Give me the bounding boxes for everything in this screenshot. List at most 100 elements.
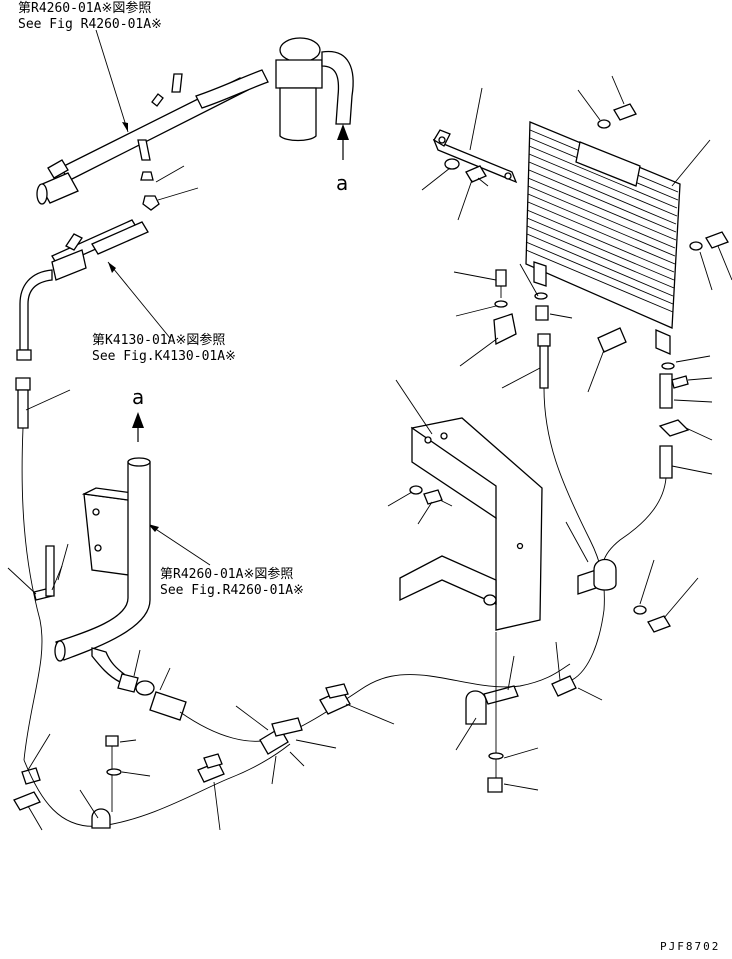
reference-jp: 第R4260-01A※図参照: [160, 566, 293, 582]
pipe-end-opening: [54, 640, 66, 662]
arrowhead: [122, 122, 128, 132]
part-leader: [587, 349, 605, 393]
o-ring: [534, 292, 548, 300]
part-leader: [57, 543, 69, 581]
cover-hole: [516, 542, 524, 550]
left-hose-assembly: [7, 219, 149, 831]
cooler-inlet-hose: [543, 387, 605, 681]
reference-note-r4260-top: 第R4260-01A※図参照 See Fig R4260-01A※: [18, 0, 162, 32]
part-leader: [235, 705, 269, 731]
part-leader: [119, 739, 137, 743]
pipe-top-opening: [127, 457, 151, 467]
cooler-mount-plate: [575, 141, 641, 187]
o-ring: [661, 362, 675, 370]
part-leader: [577, 687, 603, 701]
part-leader: [25, 389, 71, 411]
valve-cap: [279, 37, 321, 63]
hose-fitting: [537, 333, 551, 347]
stay-hole: [438, 136, 446, 144]
cooler-foot: [655, 329, 671, 355]
hose-nipple: [140, 171, 154, 181]
reference-jp: 第K4130-01A※図参照: [92, 332, 225, 348]
part-leader: [469, 87, 483, 151]
reference-en: See Fig.K4130-01A※: [92, 349, 236, 364]
part-leader: [503, 783, 539, 791]
washer: [494, 300, 508, 308]
part-leader: [663, 577, 699, 619]
cap-nut: [142, 195, 160, 211]
connection-mark-middle: a: [132, 385, 144, 442]
heater-return-pipe: [55, 461, 151, 661]
small-hose: [91, 647, 125, 683]
arrowhead: [132, 412, 144, 428]
part-leader: [519, 263, 539, 297]
part-leader: [51, 565, 63, 591]
part-leader: [395, 379, 433, 435]
washer: [597, 119, 611, 129]
part-leader: [717, 245, 732, 281]
pipe-end-opening: [36, 183, 48, 205]
clamp-band: [325, 683, 349, 699]
drawing-code: PJF8702: [660, 940, 720, 953]
part-leader: [503, 747, 539, 759]
bolt-head: [647, 615, 671, 633]
part-leader: [455, 305, 497, 317]
pipe-section: [91, 221, 149, 255]
part-leader: [459, 337, 499, 367]
oil-cooler-assembly: [421, 75, 732, 479]
hose-fitting: [15, 377, 31, 391]
cooler-hose-assembly: [455, 387, 699, 793]
part-leader: [289, 751, 305, 767]
part-leader: [453, 271, 497, 281]
part-leader: [639, 559, 655, 605]
part-leader: [421, 167, 451, 191]
hose-sleeve: [659, 445, 673, 479]
bolt-head: [495, 269, 507, 287]
part-leader: [457, 179, 473, 221]
hose-clip: [465, 690, 487, 725]
part-leader: [133, 649, 141, 677]
hose-clip: [91, 808, 111, 829]
part-leader: [213, 781, 221, 831]
leader-line: [147, 523, 211, 566]
cooler-foot: [533, 261, 547, 287]
clamp-bracket: [13, 791, 41, 811]
washer: [444, 158, 460, 170]
part-leader: [611, 75, 625, 105]
reference-leaders: [95, 29, 211, 566]
clip-plate: [483, 685, 519, 705]
part-leader: [501, 367, 541, 389]
part-leader: [671, 139, 711, 187]
part-leader: [687, 377, 713, 381]
bolt-head: [465, 165, 487, 183]
part-leader: [157, 187, 199, 201]
outlet-hose: [321, 50, 354, 125]
part-leader: [27, 805, 43, 831]
arrowhead: [148, 524, 159, 532]
pipe-elbow: [659, 373, 673, 409]
part-leader: [675, 355, 711, 363]
part-leader: [387, 491, 413, 507]
part-leader: [271, 755, 277, 785]
pipe-stub: [171, 73, 183, 93]
pipe-fitting: [47, 159, 69, 179]
clamp-band: [203, 753, 223, 769]
part-leader: [577, 89, 601, 121]
bolt-head: [487, 777, 503, 793]
valve-body: [275, 59, 323, 89]
washer: [409, 485, 423, 495]
bolt-shank: [439, 499, 453, 507]
long-hose: [21, 427, 43, 761]
part-leader: [673, 399, 713, 403]
washer: [689, 241, 703, 251]
part-leader: [555, 641, 561, 681]
pipe-tab: [151, 93, 164, 107]
cover-bushing: [483, 594, 497, 606]
connection-label: a: [336, 171, 348, 195]
bracket-hole: [94, 544, 102, 552]
part-leader: [121, 771, 151, 777]
hose-sleeve: [539, 345, 549, 389]
part-leader: [455, 717, 477, 751]
bolt-head: [705, 231, 729, 249]
small-bracket: [597, 327, 627, 353]
